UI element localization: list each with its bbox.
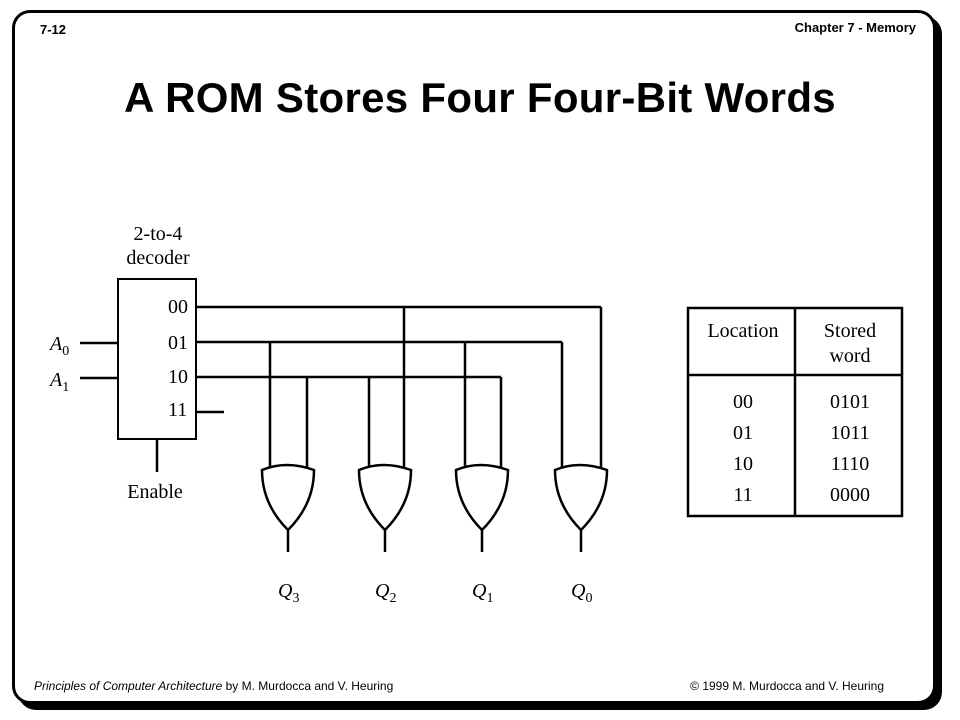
rom-table: [686, 306, 904, 518]
output-q0-label: Q0: [571, 580, 592, 606]
page-number: 7-12: [40, 22, 67, 37]
decoder-output-11: 11: [168, 399, 187, 421]
wires: [80, 305, 603, 472]
table-cell-word: 1011: [830, 422, 869, 444]
decoder-output-01: 01: [168, 332, 188, 354]
decoder-output-00: 00: [168, 296, 188, 318]
footer-copyright: © 1999 M. Murdocca and V. Heuring: [690, 679, 884, 693]
decoder-output-10: 10: [168, 366, 188, 388]
or-gate-q3: [260, 463, 316, 532]
output-q1-label: Q1: [472, 580, 493, 606]
table-header-stored: Stored: [824, 320, 876, 342]
chapter-label: Chapter 7 - Memory: [794, 20, 916, 35]
slide-title: A ROM Stores Four Four-Bit Words: [124, 74, 836, 121]
decoder-label-line2: decoder: [126, 247, 190, 269]
table-cell-location: 10: [733, 453, 753, 475]
table-cell-word: 1110: [831, 453, 870, 475]
table-cell-location: 01: [733, 422, 753, 444]
table-cell-word: 0101: [830, 391, 870, 413]
footer-credits: Principles of Computer Architecture by M…: [34, 679, 393, 693]
decoder-label-line1: 2-to-4: [134, 223, 183, 245]
authors: by M. Murdocca and V. Heuring: [222, 679, 394, 693]
output-q3-label: Q3: [278, 580, 299, 606]
or-gate-q2: [357, 463, 413, 532]
enable-label: Enable: [127, 481, 183, 503]
table-header-location: Location: [707, 320, 778, 342]
table-cell-word: 0000: [830, 484, 870, 506]
input-a0-label: A0: [48, 333, 69, 359]
table-cell-location: 00: [733, 391, 753, 413]
or-gate-q0: [553, 463, 609, 532]
or-gate-q1: [454, 463, 510, 532]
output-q2-label: Q2: [375, 580, 396, 606]
book-title: Principles of Computer Architecture: [34, 679, 223, 693]
slide-frame: [12, 10, 936, 704]
table-cell-location: 11: [733, 484, 752, 506]
table-header-word: word: [829, 345, 870, 367]
input-a1-label: A1: [48, 369, 69, 395]
